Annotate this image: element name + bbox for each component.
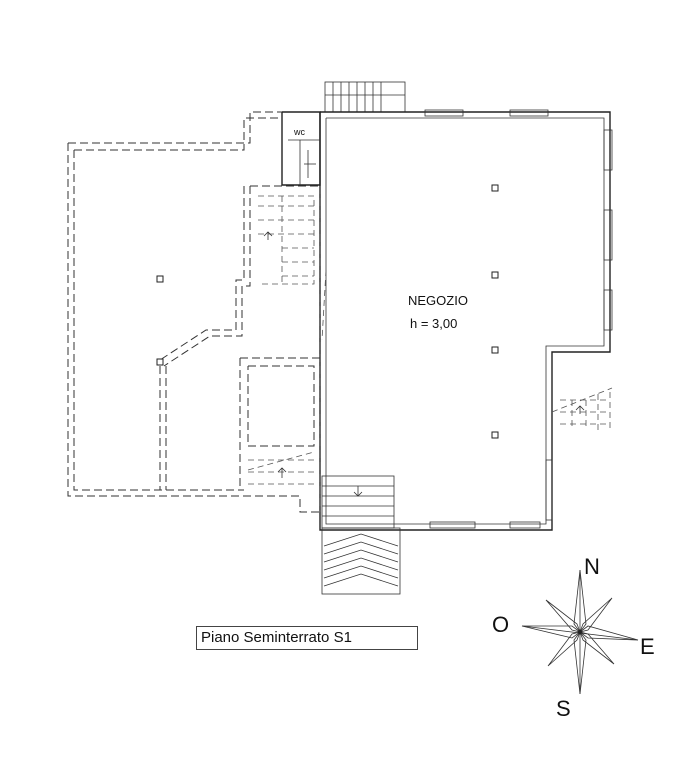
pillar: [156, 275, 164, 283]
bottom-entrance: [321, 475, 401, 595]
shop-walls: [319, 109, 613, 531]
wc-area: [281, 111, 321, 186]
compass-south: S: [556, 696, 571, 721]
compass-rose: N E S O: [492, 554, 655, 721]
room-height: h = 3,00: [410, 316, 457, 331]
top-stair: [324, 81, 406, 113]
stair-arrows: [263, 231, 585, 478]
compass-west: O: [492, 612, 509, 637]
compass-east: E: [640, 634, 655, 659]
pillar: [156, 358, 164, 366]
adjacent-structure: [67, 111, 327, 513]
pillar: [491, 184, 499, 192]
pillar: [491, 271, 499, 279]
pillars: [156, 184, 499, 439]
floor-title: Piano Seminterrato S1: [196, 626, 418, 650]
room-name: NEGOZIO: [408, 293, 468, 308]
compass-north: N: [584, 554, 600, 579]
pillar: [491, 431, 499, 439]
wc-label: wc: [293, 127, 305, 137]
right-stair: [551, 387, 613, 430]
pillar: [491, 346, 499, 354]
